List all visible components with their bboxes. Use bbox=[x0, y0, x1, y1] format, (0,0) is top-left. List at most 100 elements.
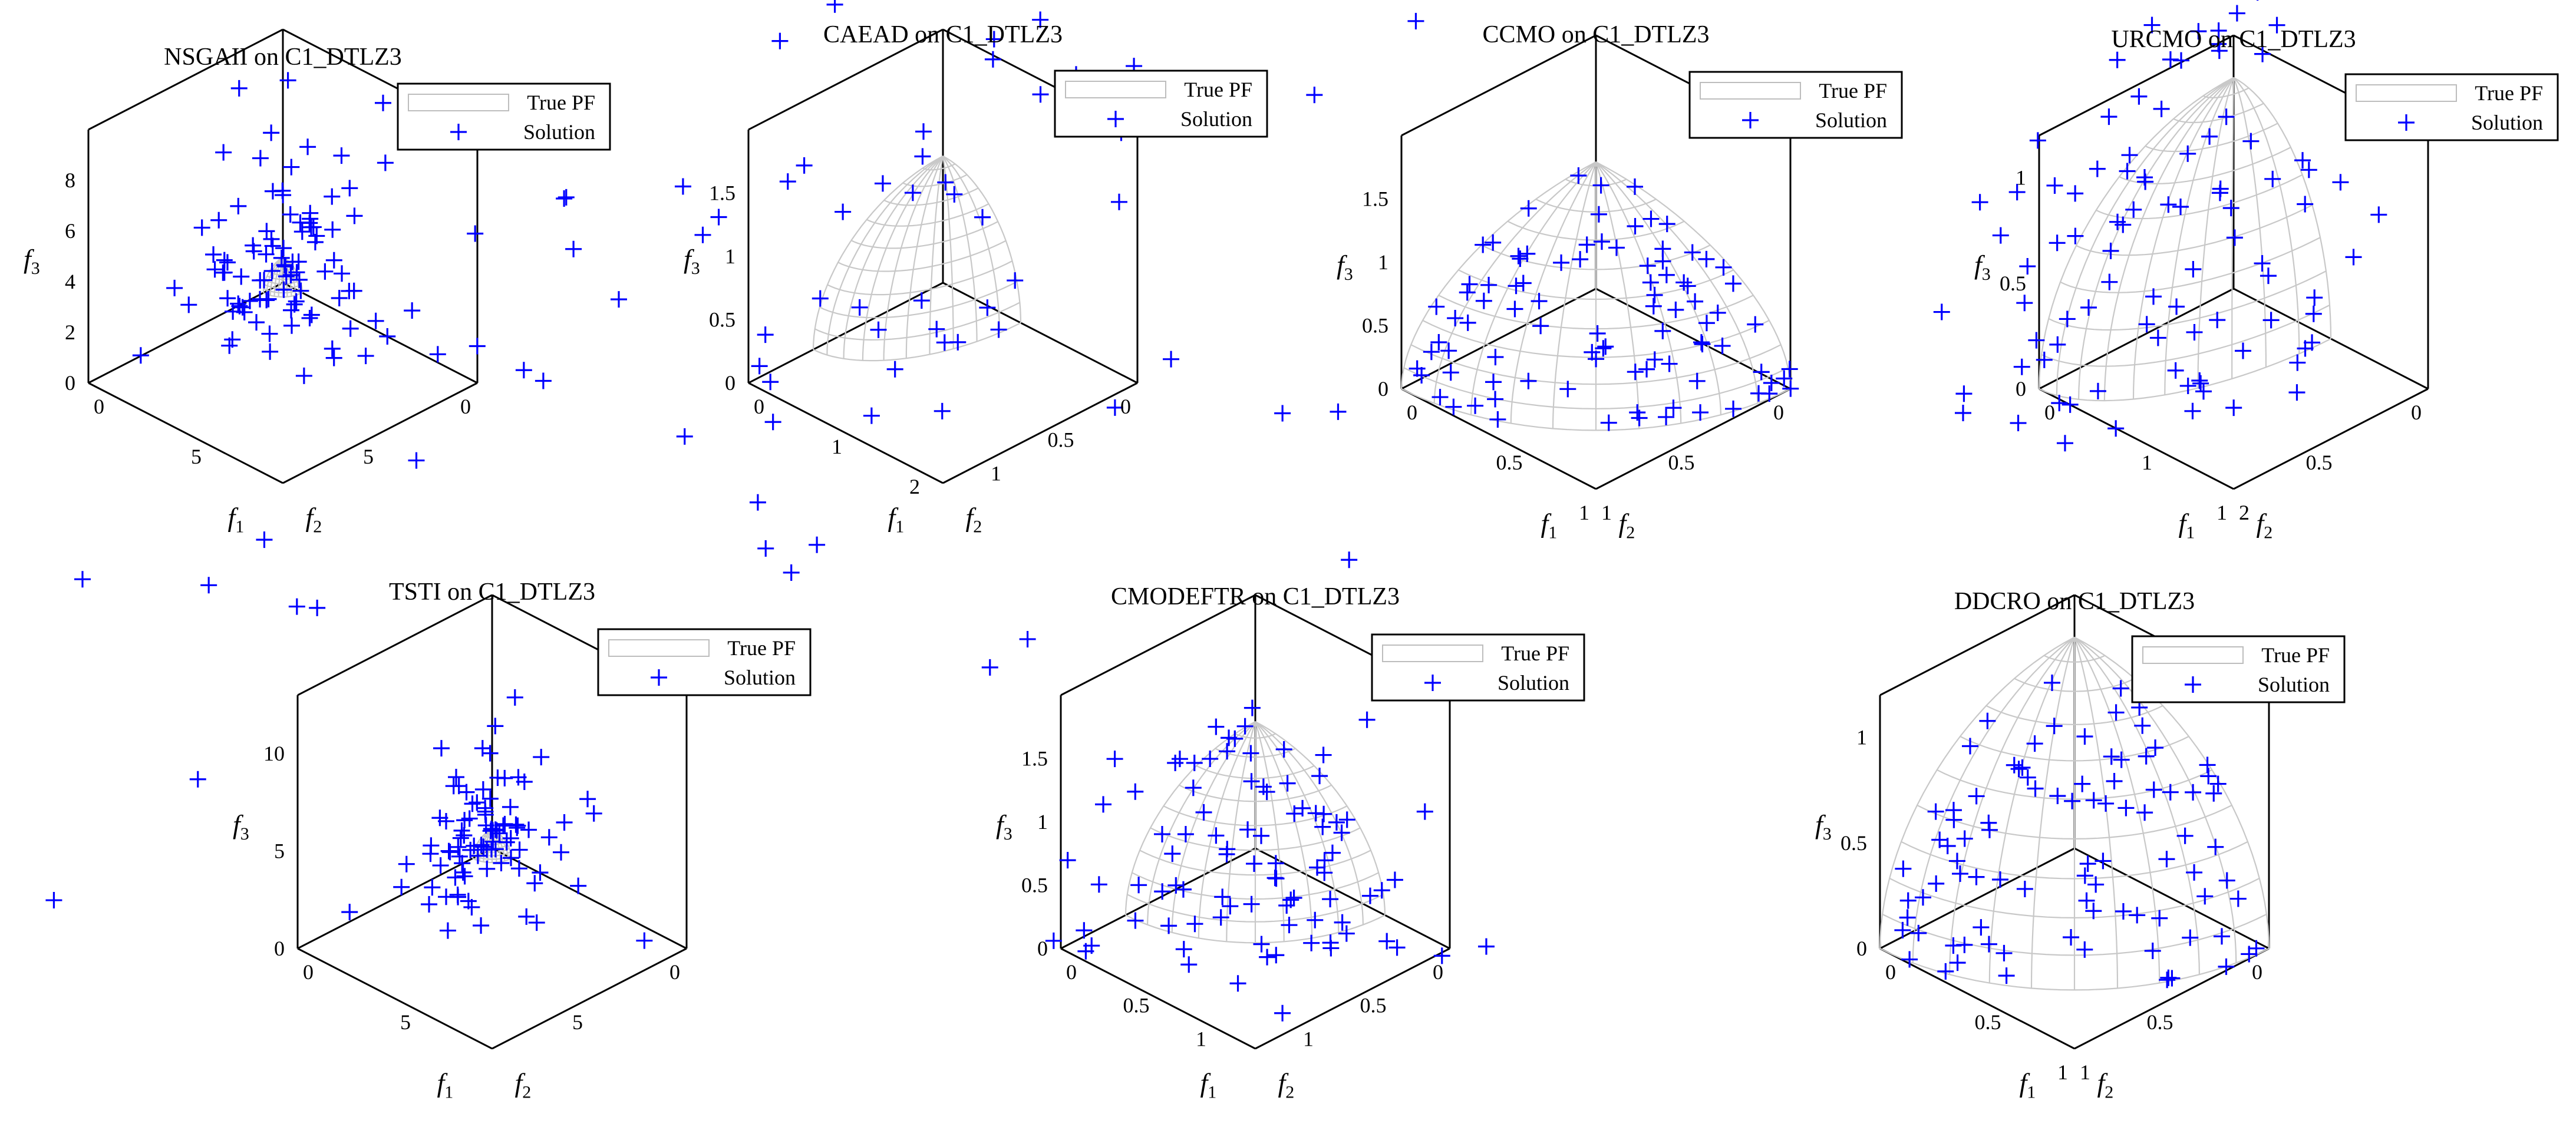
solution-point bbox=[1679, 277, 1696, 295]
legend-true-pf-label: True PF bbox=[1819, 79, 1887, 103]
solution-point bbox=[466, 837, 483, 854]
solution-point bbox=[532, 864, 549, 881]
f2-tick-label: 0 bbox=[2252, 960, 2262, 984]
solution-point bbox=[949, 333, 967, 351]
pf-latitude-line bbox=[2041, 304, 2330, 367]
solution-point bbox=[2289, 354, 2306, 371]
solution-point bbox=[341, 180, 358, 197]
solution-point bbox=[2144, 942, 2161, 959]
solution-point bbox=[221, 337, 238, 354]
solution-point bbox=[473, 917, 490, 934]
legend-true-pf-swatch bbox=[2142, 646, 2244, 664]
solution-point bbox=[2268, 16, 2285, 34]
solution-point bbox=[200, 577, 217, 594]
solution-point bbox=[2186, 323, 2203, 341]
solution-point bbox=[2218, 958, 2235, 975]
solution-point bbox=[306, 234, 324, 251]
solution-point bbox=[263, 124, 280, 141]
solution-point bbox=[518, 908, 535, 925]
solution-point bbox=[2109, 51, 2126, 68]
solution-point bbox=[216, 252, 233, 269]
f3-tick-label: 0.5 bbox=[2000, 272, 2026, 295]
solution-point bbox=[796, 157, 813, 174]
solution-point bbox=[487, 718, 504, 735]
solution-point bbox=[1433, 947, 1450, 964]
legend-true-pf-swatch bbox=[408, 94, 509, 111]
solution-point bbox=[450, 838, 467, 855]
f1-tick-label: 1 bbox=[832, 435, 842, 458]
solution-point bbox=[1638, 361, 1655, 378]
solution-point bbox=[2163, 970, 2181, 987]
f1-tick-label: 1 bbox=[2080, 1060, 2090, 1084]
box-edge bbox=[1879, 947, 2075, 1050]
solution-point bbox=[502, 798, 519, 815]
solution-point bbox=[2212, 180, 2229, 197]
pf-latitude-line bbox=[1127, 894, 1384, 923]
solution-point bbox=[757, 540, 774, 557]
solution-point bbox=[990, 321, 1007, 338]
solution-point bbox=[771, 32, 789, 49]
solution-point bbox=[262, 343, 279, 360]
f2-tick-label: 0.5 bbox=[2306, 451, 2333, 474]
legend-solution-marker bbox=[450, 124, 467, 140]
solution-point bbox=[1440, 342, 1457, 359]
solution-point bbox=[2241, 946, 2258, 963]
solution-point bbox=[1076, 922, 1093, 939]
solution-point bbox=[1177, 825, 1194, 842]
solution-point bbox=[498, 834, 515, 851]
solution-point bbox=[469, 794, 486, 811]
solution-point bbox=[1899, 909, 1916, 926]
solution-point bbox=[1980, 814, 1997, 831]
solution-point bbox=[1175, 941, 1192, 958]
f2-axis-label: f2 bbox=[306, 503, 322, 537]
solution-point bbox=[404, 302, 421, 319]
legend-solution-label: Solution bbox=[1180, 107, 1252, 131]
solution-point bbox=[2016, 880, 2033, 897]
solution-point bbox=[762, 374, 779, 391]
solution-point bbox=[510, 860, 527, 877]
solution-point bbox=[1303, 934, 1320, 951]
solution-point bbox=[1475, 292, 1492, 309]
solution-point bbox=[333, 147, 350, 164]
legend-solution-label: Solution bbox=[724, 666, 796, 689]
solution-point bbox=[2129, 907, 2146, 924]
solution-point bbox=[1338, 811, 1355, 828]
solution-point bbox=[2029, 132, 2046, 149]
solution-point bbox=[749, 494, 766, 511]
pf-latitude-line bbox=[883, 187, 979, 206]
solution-point bbox=[2076, 728, 2093, 745]
solution-point bbox=[1590, 206, 1607, 223]
pf-longitude-line bbox=[2197, 77, 2235, 388]
solution-point bbox=[979, 299, 996, 316]
solution-point bbox=[1597, 338, 1614, 355]
solution-point bbox=[1939, 837, 1956, 854]
pf-latitude-line bbox=[1882, 913, 2267, 956]
f1-tick-label: 0 bbox=[1066, 960, 1077, 984]
solution-point bbox=[1373, 882, 1390, 899]
solution-point bbox=[474, 781, 492, 798]
solution-point bbox=[2218, 872, 2235, 889]
solution-point bbox=[2106, 773, 2123, 790]
solution-point bbox=[2260, 267, 2277, 285]
solution-point bbox=[1992, 227, 2009, 244]
solution-point bbox=[2191, 372, 2208, 389]
solution-point bbox=[432, 857, 449, 874]
f3-tick-label: 0.5 bbox=[1841, 831, 1867, 855]
solution-point bbox=[1646, 351, 1663, 368]
f3-tick-label: 0 bbox=[2016, 377, 2026, 401]
legend-true-pf-label: True PF bbox=[727, 636, 796, 660]
solution-point bbox=[1714, 338, 1731, 355]
pf-longitude-line bbox=[2056, 77, 2234, 396]
solution-point bbox=[1584, 343, 1601, 361]
solution-point bbox=[1968, 868, 1985, 885]
solution-point bbox=[1358, 711, 1376, 728]
solution-point bbox=[565, 240, 582, 257]
solution-point bbox=[1212, 909, 1229, 926]
solution-point bbox=[132, 347, 149, 364]
pf-latitude-line bbox=[1132, 872, 1379, 900]
pf-latitude-line bbox=[1917, 804, 2232, 840]
solution-point bbox=[479, 860, 496, 877]
solution-point bbox=[694, 226, 711, 243]
pf-latitude-line bbox=[2060, 237, 2321, 293]
